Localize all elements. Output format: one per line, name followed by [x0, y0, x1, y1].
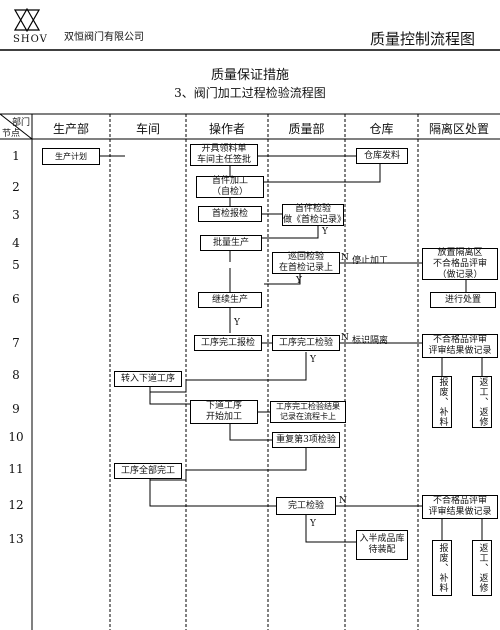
sub-title: 3、阀门加工过程检验流程图 — [174, 86, 326, 100]
label-yes: Y — [296, 276, 302, 286]
box-warehouse-issue: 仓库发料 — [356, 148, 408, 164]
box-nonconforming-review-2: 不合格品评审 评审结果做记录 — [422, 495, 498, 519]
box-first-piece-inspection: 首件检验 做《首检记录》 — [282, 204, 347, 226]
label-no: N — [341, 253, 349, 263]
box-issue-requisition: 开具领料单 车间主任签批 — [190, 144, 258, 166]
row-number: 3 — [12, 208, 20, 222]
box-rework-1: 返工、返修 — [472, 376, 492, 428]
box-process-complete-inspection: 工序完工检验 — [272, 335, 340, 351]
box-disposal: 进行处置 — [430, 292, 496, 308]
corner-node-label: 节点 — [2, 129, 21, 139]
row-number: 10 — [8, 430, 24, 444]
box-isolation-review: 放置隔离区 不合格品评审 （做记录） — [422, 248, 498, 280]
box-production-plan: 生产计划 — [42, 148, 100, 165]
box-scrap-2: 报废、补料 — [432, 540, 452, 596]
company-name: 双恒阀门有限公司 — [64, 32, 144, 43]
box-transfer-next-process: 转入下道工序 — [114, 371, 182, 387]
row-number: 1 — [12, 149, 20, 163]
label-no: N — [339, 496, 347, 506]
box-scrap-1: 报废、补料 — [432, 376, 452, 428]
row-number: 2 — [12, 180, 20, 194]
box-process-result-record: 工序完工检验结果 记录在流程卡上 — [270, 401, 346, 423]
box-next-process-start: 下道工序 开始加工 — [190, 400, 258, 424]
box-patrol-inspection: 巡回检验 在首检记录上 — [272, 252, 340, 274]
label-yes: Y — [322, 227, 328, 237]
col-operator: 操作者 — [208, 122, 245, 136]
label-yes: Y — [310, 355, 316, 365]
col-warehouse: 仓库 — [369, 122, 394, 136]
col-workshop: 车间 — [135, 122, 160, 136]
row-number: 7 — [12, 336, 20, 350]
box-first-inspection-report: 首检报检 — [198, 206, 262, 222]
label-yes: Y — [234, 318, 240, 328]
label-mark-isolate: 标识隔离 — [352, 336, 389, 346]
box-all-process-complete: 工序全部完工 — [114, 463, 182, 479]
box-process-complete-report: 工序完工报检 — [194, 335, 262, 351]
corner-department-label: 部门 — [12, 118, 31, 128]
row-number: 4 — [12, 236, 20, 250]
col-isolation: 隔离区处置 — [428, 122, 489, 136]
label-stop-processing: 停止加工 — [352, 256, 389, 266]
box-mass-production: 批量生产 — [200, 235, 262, 251]
logo-icon — [14, 8, 40, 32]
logo-text: SHOV — [13, 34, 48, 45]
box-first-piece-process: 首件加工 （自检） — [196, 176, 264, 198]
box-nonconforming-review-1: 不合格品评审 评审结果做记录 — [422, 334, 498, 358]
document-title: 质量控制流程图 — [370, 30, 476, 48]
row-number: 8 — [12, 368, 20, 382]
box-repeat-inspection: 重复第3项检验 — [272, 432, 340, 448]
box-final-inspection: 完工检验 — [276, 497, 336, 515]
row-number: 5 — [12, 258, 20, 272]
label-no: N — [341, 333, 349, 343]
label-yes: Y — [310, 519, 316, 529]
row-number: 13 — [8, 532, 24, 546]
main-title: 质量保证措施 — [210, 68, 289, 83]
box-semi-finished-store: 入半成品库 待装配 — [356, 530, 408, 560]
row-number: 9 — [12, 402, 20, 416]
box-continue-production: 继续生产 — [198, 292, 262, 308]
row-number: 11 — [8, 462, 24, 476]
col-quality: 质量部 — [288, 122, 325, 136]
col-production: 生产部 — [52, 122, 89, 136]
box-rework-2: 返工、返修 — [472, 540, 492, 596]
row-number: 6 — [12, 292, 20, 306]
row-number: 12 — [8, 498, 24, 512]
